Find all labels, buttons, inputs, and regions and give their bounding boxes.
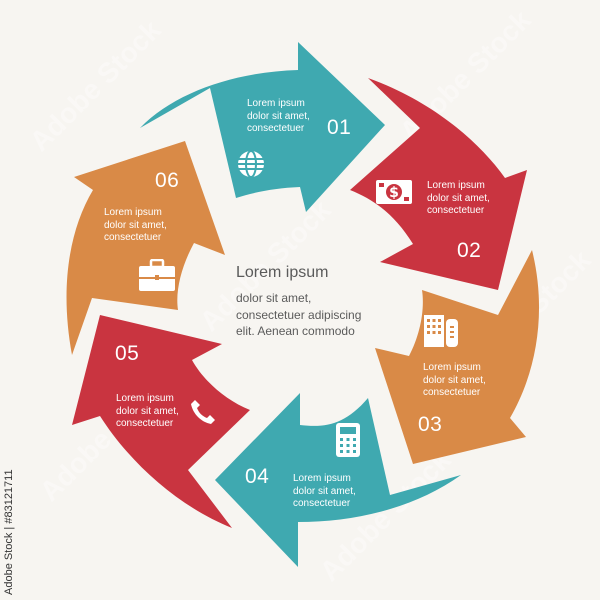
arrow-step-06 [66, 141, 225, 355]
buildings-icon [424, 315, 458, 347]
phone-icon [191, 400, 215, 424]
step-02-number: 02 [457, 239, 482, 262]
step-03-number: 03 [418, 413, 443, 436]
globe-icon [238, 150, 264, 178]
money-bill-icon: $ [376, 180, 412, 204]
step-05-label: Lorem ipsum dolor sit amet, consectetuer [116, 393, 179, 429]
stock-id-watermark: Adobe Stock | #83121711 [3, 469, 15, 595]
step-06-number: 06 [155, 169, 180, 192]
step-03-label: Lorem ipsum dolor sit amet, consectetuer [423, 362, 486, 398]
step-01-number: 01 [327, 116, 352, 139]
step-02-label: Lorem ipsum dolor sit amet, consectetuer [427, 180, 490, 216]
center-title: Lorem ipsum [236, 264, 329, 281]
calculator-icon [336, 423, 360, 457]
step-01-label: Lorem ipsum dolor sit amet, consectetuer [247, 98, 310, 134]
step-06-label: Lorem ipsum dolor sit amet, consectetuer [104, 207, 167, 243]
center-description: dolor sit amet, consectetuer adipiscing … [236, 291, 362, 338]
arrow-step-05 [72, 315, 250, 528]
arrow-step-01 [140, 42, 385, 212]
step-05-number: 05 [115, 342, 140, 365]
arrow-step-03 [375, 250, 540, 464]
briefcase-icon [139, 259, 175, 291]
arrow-step-02 [350, 78, 527, 290]
svg-text:$: $ [389, 185, 399, 201]
arrow-step-04 [215, 393, 461, 567]
step-04-number: 04 [245, 465, 270, 488]
step-04-label: Lorem ipsum dolor sit amet, consectetuer [293, 473, 356, 509]
